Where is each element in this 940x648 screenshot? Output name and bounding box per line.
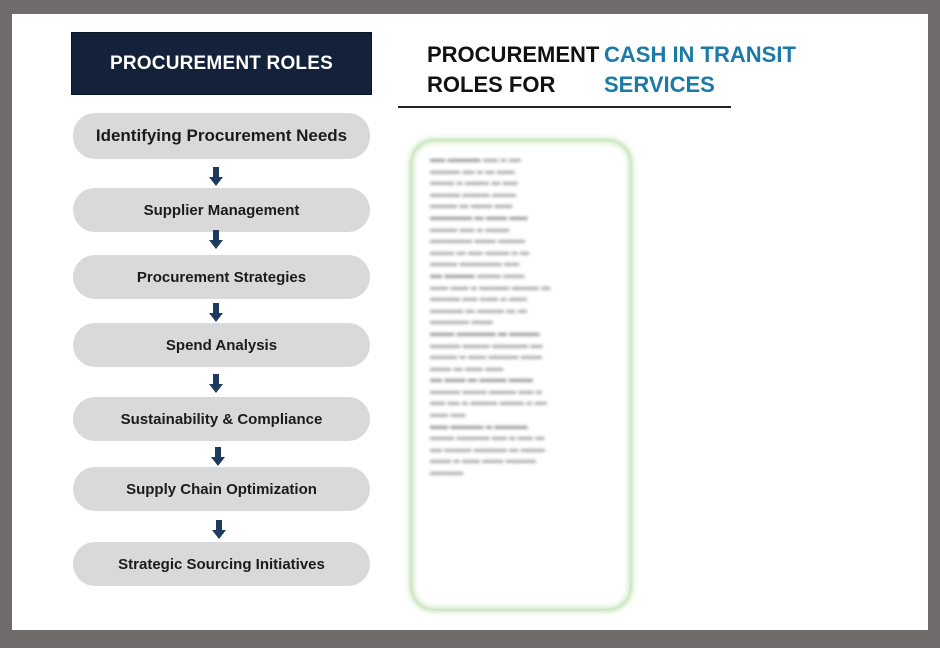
role-supplier-management: Supplier Management (73, 188, 370, 232)
down-arrow-icon (209, 374, 223, 394)
title-procurement-roles-for: PROCUREMENT ROLES FOR (427, 40, 599, 100)
role-procurement-strategies: Procurement Strategies (73, 255, 370, 299)
down-arrow-icon (211, 447, 225, 467)
title-right-line2: SERVICES (604, 72, 715, 97)
role-spend-analysis: Spend Analysis (73, 323, 370, 367)
down-arrow-icon (212, 520, 226, 540)
down-arrow-icon (209, 303, 223, 323)
role-sustainability-compliance: Sustainability & Compliance (73, 397, 370, 441)
title-right-line1: CASH IN TRANSIT (604, 42, 796, 67)
title-underline (398, 106, 731, 108)
role-strategic-sourcing: Strategic Sourcing Initiatives (73, 542, 370, 586)
role-supply-chain-optimization: Supply Chain Optimization (73, 467, 370, 511)
blurred-placeholder-text: ▪▪▪▪▪ ▪▪▪▪▪▪▪▪▪▪▪ ▪▪▪▪▪ ▪▪ ▪▪▪▪ ▪▪▪▪▪▪▪▪… (430, 155, 551, 479)
down-arrow-icon (209, 230, 223, 250)
roles-header: PROCUREMENT ROLES (72, 33, 371, 94)
title-left-line2: ROLES FOR (427, 72, 556, 97)
blurred-trends-panel: ▪▪▪▪▪ ▪▪▪▪▪▪▪▪▪▪▪ ▪▪▪▪▪ ▪▪ ▪▪▪▪ ▪▪▪▪▪▪▪▪… (412, 141, 630, 609)
role-identifying-needs: Identifying Procurement Needs (73, 113, 370, 159)
title-left-line1: PROCUREMENT (427, 42, 600, 67)
down-arrow-icon (209, 167, 223, 187)
title-cash-in-transit: CASH IN TRANSIT SERVICES (604, 40, 796, 100)
